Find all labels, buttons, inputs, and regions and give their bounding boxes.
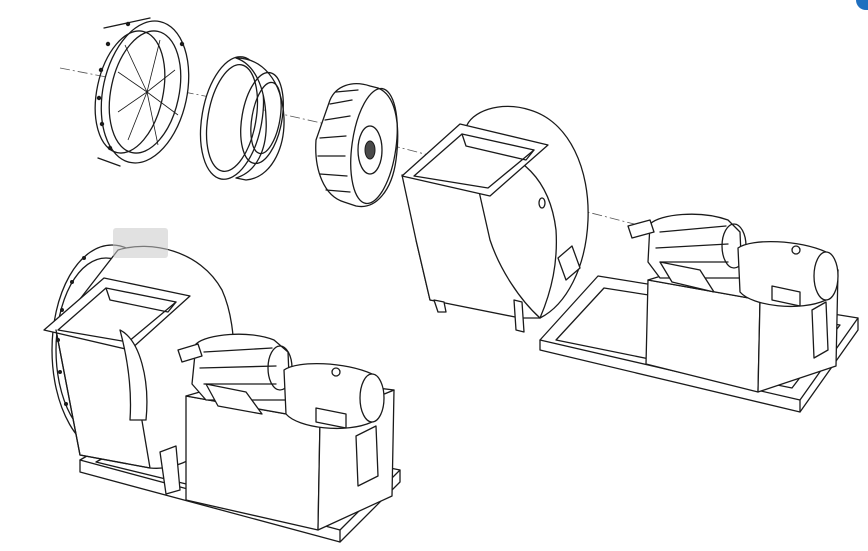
flange-spokes <box>117 39 179 146</box>
assembled-flange-bolts <box>56 256 86 406</box>
image-watermark <box>113 228 168 258</box>
assembled-motor <box>283 362 385 430</box>
assembled-housing-foot <box>159 445 181 495</box>
shaft-right <box>627 219 655 239</box>
volute-housing <box>401 105 589 333</box>
corner-accent <box>856 0 868 10</box>
motor-right <box>737 240 839 308</box>
impeller <box>315 83 399 208</box>
impeller-blades <box>317 89 359 193</box>
housing-bracket <box>557 245 581 281</box>
flange-bolts <box>96 21 185 151</box>
assembled-fan <box>43 244 401 543</box>
housing-feet <box>433 299 525 333</box>
housing-outlet-flange <box>401 123 549 197</box>
bearing-block-right <box>647 213 747 293</box>
assembled-bearing-block <box>177 333 293 415</box>
inlet-flange <box>94 17 190 167</box>
motor-pedestal-assembly-right <box>539 213 859 413</box>
inlet-bell <box>199 56 285 181</box>
